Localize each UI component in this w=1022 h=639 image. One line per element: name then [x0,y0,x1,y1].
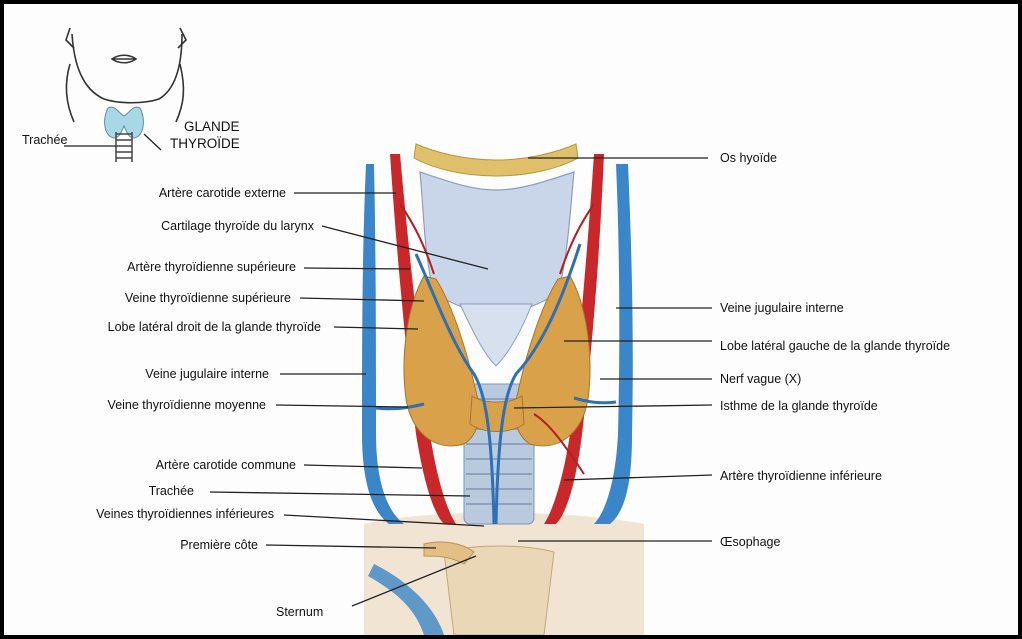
inset-face-outline [72,34,182,103]
label-hyoid-bone: Os hyoïde [720,151,777,165]
inset-leader-gland [144,134,161,150]
label-middle-thyroid-vein: Veine thyroïdienne moyenne [108,398,266,412]
label-isthmus: Isthme de la glande thyroïde [720,399,878,413]
label-first-rib: Première côte [180,538,258,552]
label-inferior-thyroid-veins: Veines thyroïdiennes inférieures [96,507,274,521]
label-common-carotid-artery: Artère carotide commune [156,458,296,472]
inset-label-gland-line1: GLANDE [184,120,240,134]
label-internal-jugular-vein-right: Veine jugulaire interne [720,301,844,315]
label-external-carotid-artery: Artère carotide externe [159,186,286,200]
label-vagus-nerve: Nerf vague (X) [720,372,801,386]
label-superior-thyroid-vein: Veine thyroïdienne supérieure [125,291,291,305]
inset-label-trachea: Trachée [22,133,67,147]
inset-thyroid [105,107,144,162]
inset-mouth [112,55,136,63]
label-internal-jugular-vein-left: Veine jugulaire interne [145,367,269,381]
label-superior-thyroid-artery: Artère thyroïdienne supérieure [127,260,296,274]
label-left-lateral-lobe: Lobe latéral gauche de la glande thyroïd… [720,339,950,353]
inset-sketch [66,28,186,122]
label-sternum: Sternum [276,605,323,619]
inset-label-gland-line2: THYROÏDE [170,137,240,151]
label-trachea: Trachée [149,484,194,498]
hyoid-bone-drawing [414,144,578,176]
label-inferior-thyroid-artery: Artère thyroïdienne inférieure [720,469,882,483]
label-right-lateral-lobe: Lobe latéral droit de la glande thyroïde [108,320,321,334]
label-esophagus: Œsophage [720,535,780,549]
inset-neck-left [67,64,74,122]
label-thyroid-cartilage: Cartilage thyroïde du larynx [161,219,314,233]
